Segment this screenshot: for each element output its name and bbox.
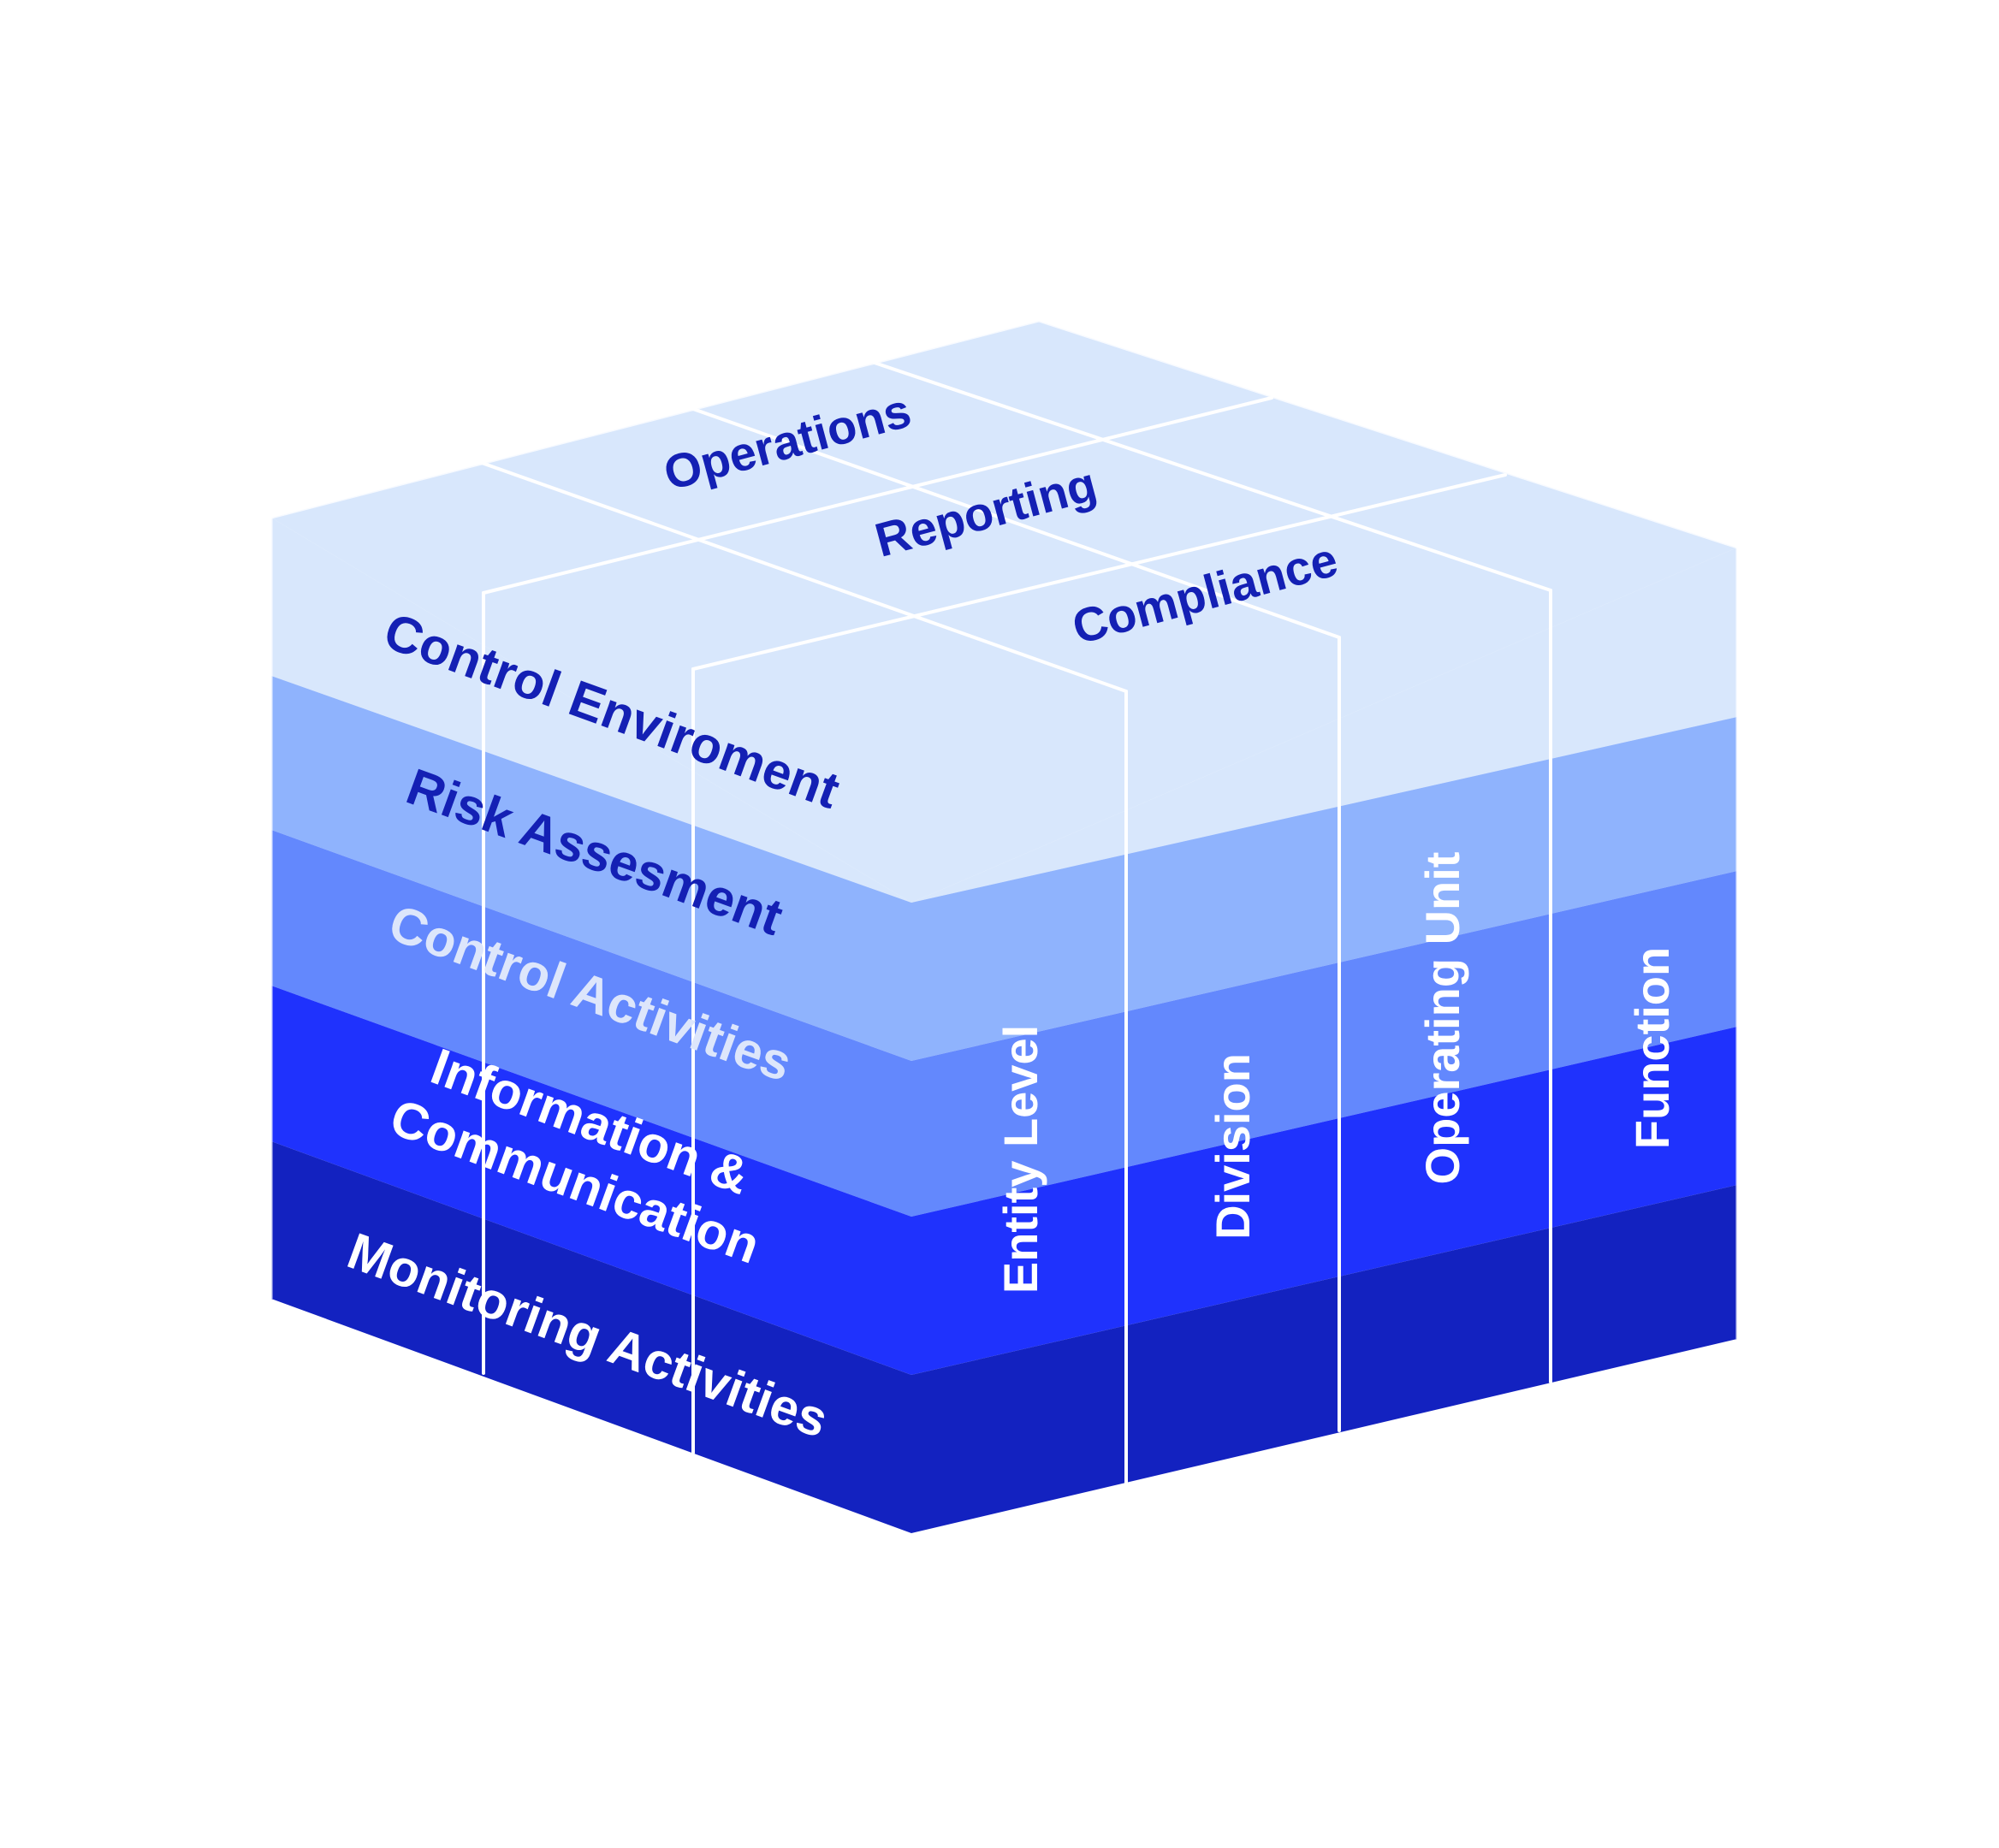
- cube-edges: [270, 319, 1739, 1339]
- right-layer-1: [911, 548, 1737, 903]
- top-face: [271, 321, 1737, 903]
- left-layer-information-communication: [271, 986, 911, 1375]
- right-label-function: Function: [1625, 947, 1679, 1149]
- left-layer-monitoring-activities: [271, 1141, 911, 1533]
- left-layer-control-environment: [271, 518, 911, 903]
- vertical-grid-lines: [482, 589, 1552, 1486]
- left-layer-control-activities: [271, 830, 911, 1217]
- right-layer-4: [911, 1027, 1737, 1375]
- right-label-entity-level: Entity Level: [994, 1025, 1047, 1294]
- right-label-operating-unit: Operating Unit: [1415, 852, 1469, 1185]
- right-layer-2: [911, 717, 1737, 1061]
- right-layer-3: [911, 871, 1737, 1217]
- left-layer-risk-assessment: [271, 676, 911, 1061]
- right-layer-5: [911, 1185, 1737, 1533]
- top-face-grid: [480, 361, 1552, 693]
- right-label-division: Division: [1206, 1053, 1260, 1240]
